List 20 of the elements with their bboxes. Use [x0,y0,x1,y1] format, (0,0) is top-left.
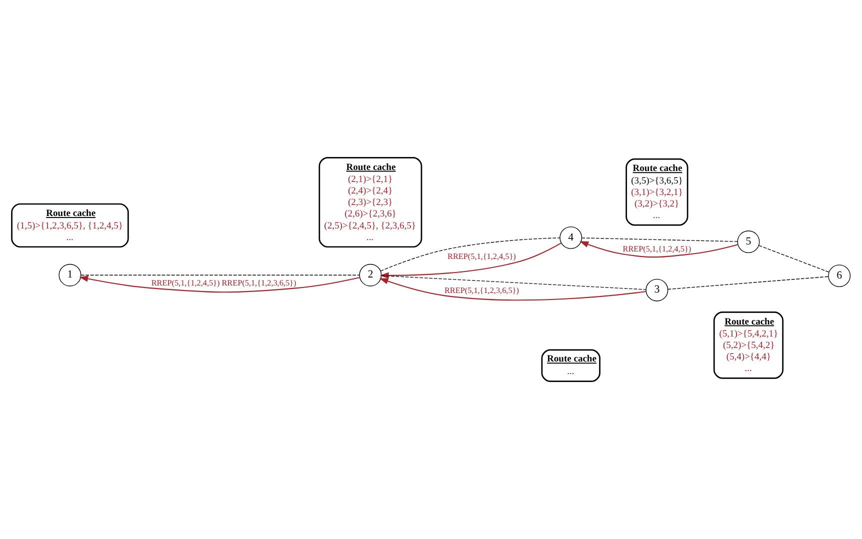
connector [668,276,829,290]
node-circle: 1 [58,264,82,286]
node-circle: 3 [646,278,668,302]
connector [380,238,560,272]
connector [80,274,360,276]
node-circle: 2 [359,264,382,286]
node-box: Route cache (1,5)>{1,2,3,6,5}, {1,2,4,5} ... [11,203,129,248]
connector [758,245,830,272]
node-box: Route cache (3,5)>{3,6,5} (3,1)>{3,2,1} (3,2)>{3,2} ... [626,158,688,226]
node-box: Route cache ... [541,349,600,382]
node-box: Route cache (5,1)>{5,4,2,1} (5,2)>{5,4,2} (5,4)>{4,4} ... [713,312,784,379]
node-box: Route cache (2,1)>{2,1} (2,4)>{2,4} (2,3)>{2,3} (2,6)>{2,3,6} (2,5)>{2,4,5}, {2,3,6,5} ... [318,157,422,248]
arrow [379,278,646,301]
node-circle: 4 [560,226,582,249]
node-circle: 6 [828,264,851,288]
arrow [579,241,738,258]
node-circle: 5 [737,230,760,253]
arrow [79,276,360,293]
connector [381,275,646,290]
connector [581,238,738,242]
